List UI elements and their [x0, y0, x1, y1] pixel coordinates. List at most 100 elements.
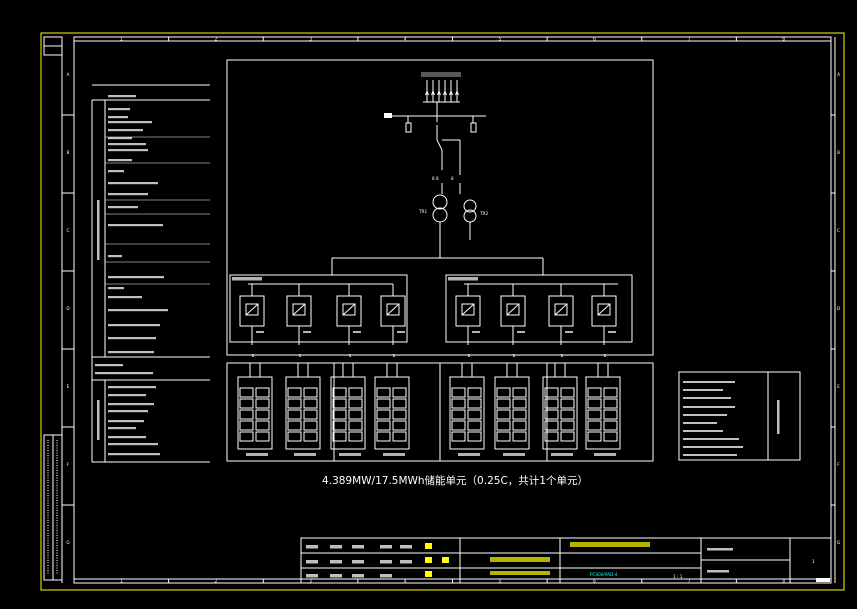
inverter-icon [554, 303, 568, 316]
column-number: 3 [309, 37, 312, 42]
battery-module [467, 409, 482, 420]
text-line [683, 381, 735, 383]
column-number: 4 [404, 37, 407, 42]
row-letter: A [837, 72, 840, 77]
svg-text:8 8: 8 8 [432, 176, 439, 181]
text-line [683, 446, 743, 448]
row-letter: D [837, 306, 840, 311]
cabinet-label [448, 277, 478, 281]
battery-module [287, 420, 302, 431]
inverter-icon [245, 303, 259, 316]
rack-label [594, 453, 616, 456]
battery-module [332, 431, 347, 442]
outer-border [40, 32, 845, 591]
row-letter: C [837, 228, 840, 233]
battery-module [544, 409, 559, 420]
legend-table [678, 371, 801, 461]
text-line [108, 170, 124, 173]
vertical-label [777, 400, 780, 434]
title-cell-text [400, 560, 412, 564]
arrow-icon [449, 89, 453, 96]
text-line [683, 389, 723, 391]
text-line [108, 287, 124, 290]
inner-frame [73, 36, 832, 584]
link-icon: ⇅ [392, 353, 396, 358]
battery-rack [374, 376, 410, 450]
text-line [683, 438, 739, 440]
column-number: 7 [688, 579, 691, 584]
battery-module [587, 398, 602, 409]
battery-module [239, 431, 254, 442]
battery-module [451, 420, 466, 431]
text-line [683, 414, 727, 416]
main-title: 4.389MW/17.5MWh储能单元（0.25C，共计1个单元） [322, 474, 588, 487]
rack-label [551, 453, 573, 456]
text-line [683, 430, 723, 432]
battery-module [587, 420, 602, 431]
transformer-tr1-icon [432, 194, 448, 210]
column-number: 4 [404, 579, 407, 584]
text-line [683, 397, 731, 399]
inverter-icon [342, 303, 356, 316]
battery-module [348, 387, 363, 398]
rack-label [339, 453, 361, 456]
battery-module [255, 387, 270, 398]
title-cell-text [330, 574, 342, 578]
medium-voltage-panel [226, 59, 654, 356]
battery-module [392, 387, 407, 398]
battery-module [239, 409, 254, 420]
column-number: 1 [120, 579, 123, 584]
inverter-icon [597, 303, 611, 316]
rack-label [383, 453, 405, 456]
unit-label [303, 331, 311, 333]
column-number: 7 [688, 37, 691, 42]
battery-module [392, 420, 407, 431]
text-line [108, 324, 160, 327]
battery-module [560, 420, 575, 431]
drawing-number: PCS00/PAD-4 [590, 572, 618, 577]
inverter-icon [461, 303, 475, 316]
battery-module [239, 420, 254, 431]
row-letter: F [67, 462, 70, 467]
row-letter: G [66, 540, 69, 545]
cabinet-label [232, 277, 262, 281]
link-icon: ⇅ [603, 353, 607, 358]
battery-module [376, 398, 391, 409]
battery-module [303, 431, 318, 442]
battery-module [512, 387, 527, 398]
link-icon: ⇅ [512, 353, 516, 358]
battery-module [512, 420, 527, 431]
battery-module [467, 387, 482, 398]
battery-module [451, 398, 466, 409]
battery-module [255, 420, 270, 431]
title-cell-text [380, 560, 392, 564]
battery-module [512, 398, 527, 409]
rack-label [458, 453, 480, 456]
battery-module [255, 398, 270, 409]
battery-module [603, 409, 618, 420]
text-line [95, 364, 123, 367]
battery-rack [330, 376, 366, 450]
text-line [108, 443, 158, 446]
battery-module [392, 398, 407, 409]
text-line [108, 182, 158, 185]
rack-label [294, 453, 316, 456]
text-line [108, 129, 143, 132]
battery-module [560, 387, 575, 398]
battery-module [467, 398, 482, 409]
battery-module [603, 420, 618, 431]
text-line [108, 436, 146, 439]
battery-module [467, 420, 482, 431]
battery-module [303, 420, 318, 431]
row-letter: A [67, 72, 70, 77]
text-line [108, 351, 154, 354]
text-line [108, 108, 130, 111]
scale-text: 1 : 1 [673, 574, 683, 579]
text-line [108, 149, 148, 152]
battery-module [348, 420, 363, 431]
svg-text:TR1: TR1 [418, 209, 427, 214]
text-line [108, 276, 164, 279]
unit-label [517, 331, 525, 333]
title-cell-text [707, 570, 729, 573]
